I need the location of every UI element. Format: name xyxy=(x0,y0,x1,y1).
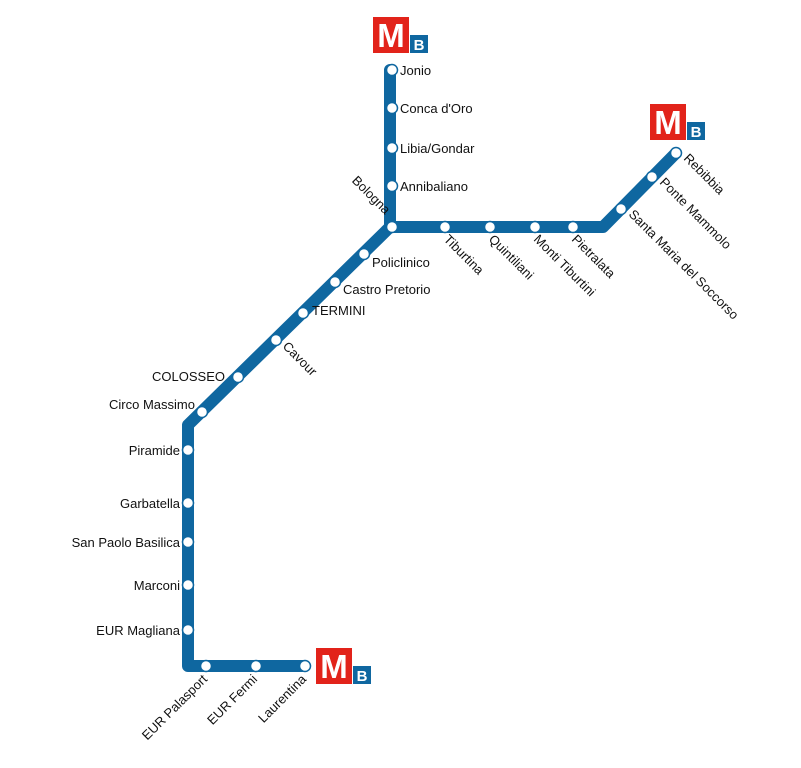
station-san-paolo-basilica[interactable]: San Paolo Basilica xyxy=(72,535,195,550)
track-path xyxy=(182,64,682,672)
station-marker[interactable] xyxy=(385,141,399,155)
station-policlinico[interactable]: Policlinico xyxy=(357,247,430,271)
station-marker[interactable] xyxy=(645,170,659,184)
station-label: EUR Magliana xyxy=(96,623,181,638)
station-label: Piramide xyxy=(129,443,180,458)
station-marker[interactable] xyxy=(181,443,195,457)
station-termini[interactable]: TERMINI xyxy=(296,303,366,320)
station-marker[interactable] xyxy=(181,496,195,510)
station-label: Santa Maria del Soccorso xyxy=(626,207,742,323)
station-marker[interactable] xyxy=(199,659,213,673)
station-garbatella[interactable]: Garbatella xyxy=(120,496,195,511)
station-label: Garbatella xyxy=(120,496,181,511)
station-label: Quintiliani xyxy=(486,232,537,283)
metro-m-letter: M xyxy=(654,104,682,141)
station-label: Conca d'Oro xyxy=(400,101,473,116)
line-b-badge xyxy=(687,122,705,140)
line-b-letter: B xyxy=(414,37,425,54)
station-marker[interactable] xyxy=(614,202,628,216)
station-label: Policlinico xyxy=(372,255,430,270)
metro-m-icon xyxy=(650,104,686,140)
metro-m-letter: M xyxy=(320,648,348,685)
station-label: Jonio xyxy=(400,63,431,78)
station-marker[interactable] xyxy=(181,535,195,549)
station-marker[interactable] xyxy=(669,146,683,160)
station-marker[interactable] xyxy=(528,220,542,234)
station-santa-maria-del-soccorso[interactable]: Santa Maria del Soccorso xyxy=(614,202,742,323)
station-eur-magliana[interactable]: EUR Magliana xyxy=(96,623,195,638)
station-piramide[interactable]: Piramide xyxy=(129,443,195,458)
station-marker[interactable] xyxy=(328,275,342,289)
station-label: Marconi xyxy=(134,578,180,593)
station-label: Annibaliano xyxy=(400,179,468,194)
station-annibaliano[interactable]: Annibaliano xyxy=(385,179,468,194)
line-b-badge xyxy=(410,35,428,53)
line-b-letter: B xyxy=(357,668,368,685)
station-label: EUR Palasport xyxy=(139,671,211,743)
station-marker[interactable] xyxy=(195,405,209,419)
station-label: Cavour xyxy=(280,339,321,380)
line-b-letter: B xyxy=(691,124,702,141)
station-marker[interactable] xyxy=(385,101,399,115)
station-marker[interactable] xyxy=(566,220,580,234)
station-libia-gondar[interactable]: Libia/Gondar xyxy=(385,141,476,156)
line-b-track xyxy=(182,64,682,672)
station-marconi[interactable]: Marconi xyxy=(134,578,195,593)
station-circo-massimo[interactable]: Circo Massimo xyxy=(109,397,209,419)
station-label: Libia/Gondar xyxy=(400,141,475,156)
station-label: Rebibbia xyxy=(681,151,728,198)
station-cavour[interactable]: Cavour xyxy=(269,333,321,380)
station-marker[interactable] xyxy=(231,370,245,384)
station-label: Tiburtina xyxy=(441,232,488,279)
station-marker[interactable] xyxy=(385,179,399,193)
station-label: San Paolo Basilica xyxy=(72,535,181,550)
station-marker[interactable] xyxy=(269,333,283,347)
station-marker[interactable] xyxy=(483,220,497,234)
station-label: EUR Fermi xyxy=(204,671,260,727)
station-marker[interactable] xyxy=(438,220,452,234)
station-marker[interactable] xyxy=(357,247,371,261)
station-label: COLOSSEO xyxy=(152,369,225,384)
station-label: Castro Pretorio xyxy=(343,282,430,297)
metro-m-letter: M xyxy=(377,17,405,54)
metro-m-icon xyxy=(316,648,352,684)
station-label: Laurentina xyxy=(255,671,310,726)
metro-m-icon xyxy=(373,17,409,53)
line-b-badge xyxy=(353,666,371,684)
station-marker[interactable] xyxy=(249,659,263,673)
station-conca-doro[interactable]: Conca d'Oro xyxy=(385,101,473,116)
station-marker[interactable] xyxy=(385,63,399,77)
station-marker[interactable] xyxy=(181,623,195,637)
station-eur-palasport[interactable]: EUR Palasport xyxy=(139,659,213,743)
station-marker[interactable] xyxy=(181,578,195,592)
station-castro-pretorio[interactable]: Castro Pretorio xyxy=(328,275,431,298)
station-jonio[interactable]: Jonio xyxy=(385,63,432,78)
station-label: Circo Massimo xyxy=(109,397,195,412)
station-colosseo[interactable]: COLOSSEO xyxy=(152,369,245,384)
station-label: TERMINI xyxy=(312,303,365,318)
station-marker[interactable] xyxy=(298,659,312,673)
station-marker[interactable] xyxy=(385,220,399,234)
station-marker[interactable] xyxy=(296,306,310,320)
